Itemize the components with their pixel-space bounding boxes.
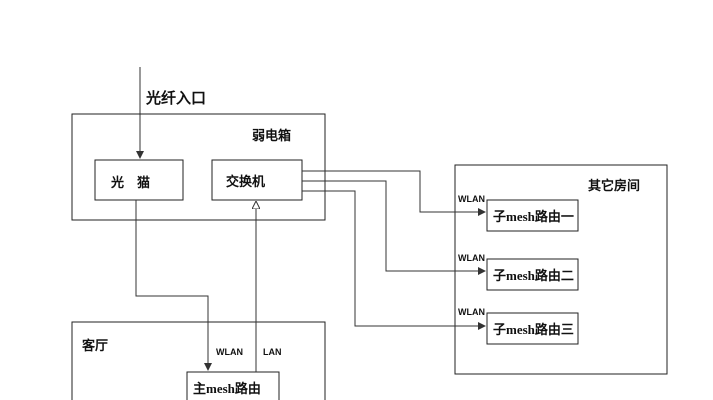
- weak-box: [71, 113, 326, 221]
- sub-router-2-box: [486, 258, 579, 291]
- fiber-entry-label: 光纤入口: [145, 89, 206, 107]
- sub-router-1-label: 子mesh路由一: [493, 209, 574, 224]
- weak-box-label: 弱电箱: [252, 128, 291, 143]
- sub-router-2-label: 子mesh路由二: [493, 268, 574, 283]
- switch-to-sub-1-line: [302, 170, 486, 216]
- sub-router-3-box: [486, 312, 579, 345]
- main-wlan-label: WLAN: [216, 347, 243, 357]
- modem-box: [94, 159, 184, 201]
- modem-label: 光 猫: [110, 175, 150, 190]
- main-router-label: 主mesh路由: [193, 381, 261, 396]
- switch-to-sub-3-line: [302, 190, 486, 330]
- switch-to-sub-2-line: [302, 180, 486, 275]
- other-rooms-label: 其它房间: [588, 178, 640, 193]
- living-room-label: 客厅: [82, 338, 108, 353]
- sub-router-3-label: 子mesh路由三: [493, 322, 574, 337]
- sub-router-1-box: [486, 199, 579, 232]
- wlan-label-2: WLAN: [458, 253, 485, 263]
- main-router-box: [186, 371, 280, 400]
- wlan-label-3: WLAN: [458, 307, 485, 317]
- main-lan-label: LAN: [263, 347, 282, 357]
- modem-to-router-line: [135, 200, 212, 371]
- switch-box: [211, 159, 303, 201]
- other-rooms-box: [454, 164, 668, 375]
- living-room-box: [71, 321, 326, 400]
- wlan-label-1: WLAN: [458, 194, 485, 204]
- switch-label: 交换机: [226, 174, 265, 189]
